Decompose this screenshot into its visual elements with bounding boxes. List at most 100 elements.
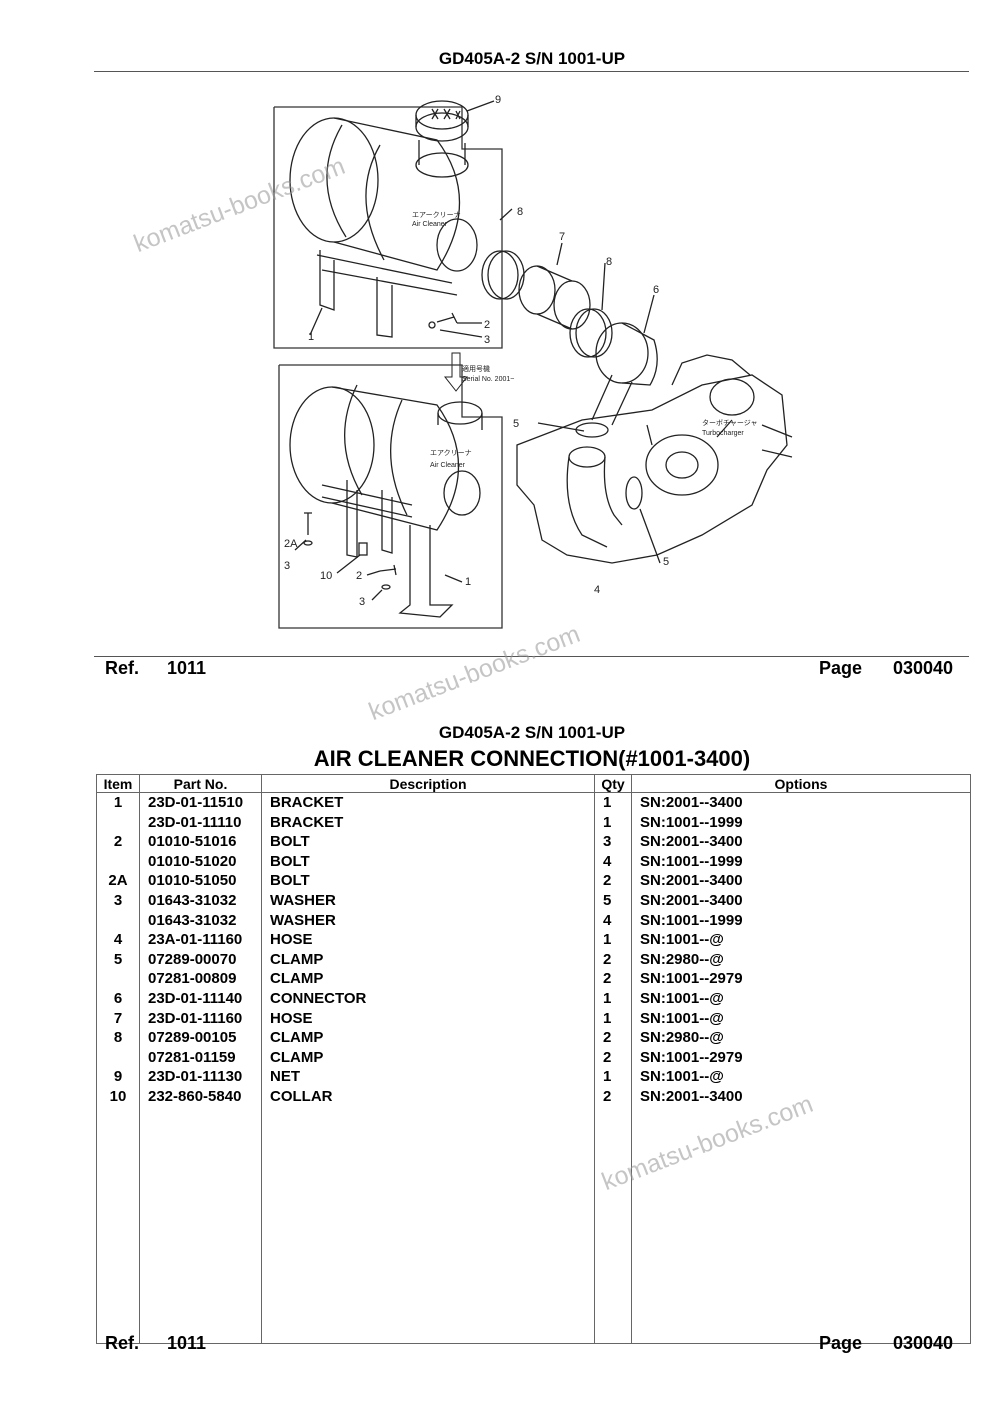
callout-1a: 1 (308, 331, 314, 343)
footer2-ref-label: Ref. (105, 1333, 140, 1353)
note-air-cleaner-1: Air Cleaner (412, 221, 448, 228)
cell-options: SN:1001--@ (631, 1067, 971, 1087)
cell-description: BOLT (261, 832, 595, 852)
cell-description: CLAMP (261, 1028, 595, 1048)
footer1-page-label: Page (819, 658, 863, 678)
cell-options: SN:2980--@ (631, 1028, 971, 1048)
table-filler-row (96, 1106, 971, 1344)
cell-qty: 4 (594, 910, 632, 931)
cell-description: NET (261, 1067, 595, 1087)
cell-qty: 2 (594, 1028, 632, 1048)
cell-options: SN:2980--@ (631, 949, 971, 970)
callout-5a: 5 (513, 418, 519, 430)
footer2-page-label: Page (819, 1333, 863, 1353)
cell-qty: 2 (594, 969, 632, 989)
cell-item: 7 (96, 1008, 140, 1029)
cell-part-no: 07289-00070 (139, 949, 262, 970)
parts-diagram: 9 8 7 8 6 1 2 3 5 5 4 2A 3 10 2 3 1 エアーク… (273, 94, 793, 629)
note-air-cleaner-jp-1: エアークリーナ (412, 211, 461, 219)
cell-qty: 1 (594, 1067, 632, 1087)
cell-item: 10 (96, 1086, 140, 1107)
cell-qty: 2 (594, 1086, 632, 1107)
cell-part-no: 23D-01-11140 (139, 988, 262, 1009)
cell-item: 4 (96, 930, 140, 950)
header-rule (94, 71, 969, 72)
cell-item: 2 (96, 832, 140, 852)
cell-qty: 1 (594, 930, 632, 950)
cell-description: BRACKET (261, 812, 595, 833)
cell-description: CLAMP (261, 949, 595, 970)
cell-qty: 4 (594, 851, 632, 872)
callout-3c: 3 (359, 596, 365, 608)
col-header-options: Options (631, 774, 971, 793)
footer1-ref-label: Ref. (105, 658, 140, 678)
cell-options: SN:1001--@ (631, 988, 971, 1009)
cell-part-no: 07289-00105 (139, 1028, 262, 1048)
cell-description: CLAMP (261, 969, 595, 989)
cell-part-no: 01010-51020 (139, 851, 262, 872)
cell-item (96, 969, 140, 989)
note-turbo-jp: ターボチャージャ (702, 418, 757, 427)
cell-options: SN:1001--2979 (631, 1047, 971, 1068)
callout-5b: 5 (663, 556, 669, 568)
cell-description: WASHER (261, 910, 595, 931)
cell-part-no: 23D-01-11510 (139, 792, 262, 813)
footer1-ref-value: 1011 (167, 658, 207, 678)
callout-3a: 3 (484, 334, 490, 346)
col-header-part-no: Part No. (139, 774, 262, 793)
cell-options: SN:1001--1999 (631, 851, 971, 872)
callout-8b: 8 (606, 256, 612, 268)
cell-description: BOLT (261, 871, 595, 891)
callout-9: 9 (495, 94, 501, 106)
cell-options: SN:1001--@ (631, 930, 971, 950)
note-air-cleaner-2: Air Cleaner (430, 462, 466, 469)
note-serial: Serial No. 2001~ (462, 376, 514, 383)
cell-qty: 2 (594, 949, 632, 970)
cell-part-no: 01643-31032 (139, 910, 262, 931)
cell-description: CONNECTOR (261, 988, 595, 1009)
cell-item (96, 851, 140, 872)
callout-3b: 3 (284, 560, 290, 572)
cell-item (96, 1047, 140, 1068)
cell-description: COLLAR (261, 1086, 595, 1107)
cell-item (96, 910, 140, 931)
col-header-description: Description (261, 774, 595, 793)
callout-7: 7 (559, 231, 565, 243)
footer2-page-value: 030040 (893, 1333, 954, 1353)
callout-1b: 1 (465, 576, 471, 588)
note-turbo: Turbocharger (702, 430, 744, 437)
cell-item: 2A (96, 871, 140, 891)
callout-2a: 2 (484, 319, 490, 331)
cell-description: HOSE (261, 930, 595, 950)
footer1-rule (94, 656, 969, 657)
cell-part-no: 23D-01-11130 (139, 1067, 262, 1087)
cell-part-no: 07281-00809 (139, 969, 262, 989)
cell-options: SN:2001--3400 (631, 890, 971, 911)
cell-part-no: 07281-01159 (139, 1047, 262, 1068)
col-header-item: Item (96, 774, 140, 793)
footer1-page-value: 030040 (893, 658, 954, 678)
cell-qty: 1 (594, 988, 632, 1009)
cell-options: SN:1001--1999 (631, 910, 971, 931)
cell-options: SN:2001--3400 (631, 1086, 971, 1107)
cell-part-no: 23D-01-11160 (139, 1008, 262, 1029)
callout-10: 10 (320, 570, 332, 582)
cell-qty: 1 (594, 1008, 632, 1029)
cell-qty: 5 (594, 890, 632, 911)
section-title: GD405A-2 S/N 1001-UP (438, 723, 626, 742)
